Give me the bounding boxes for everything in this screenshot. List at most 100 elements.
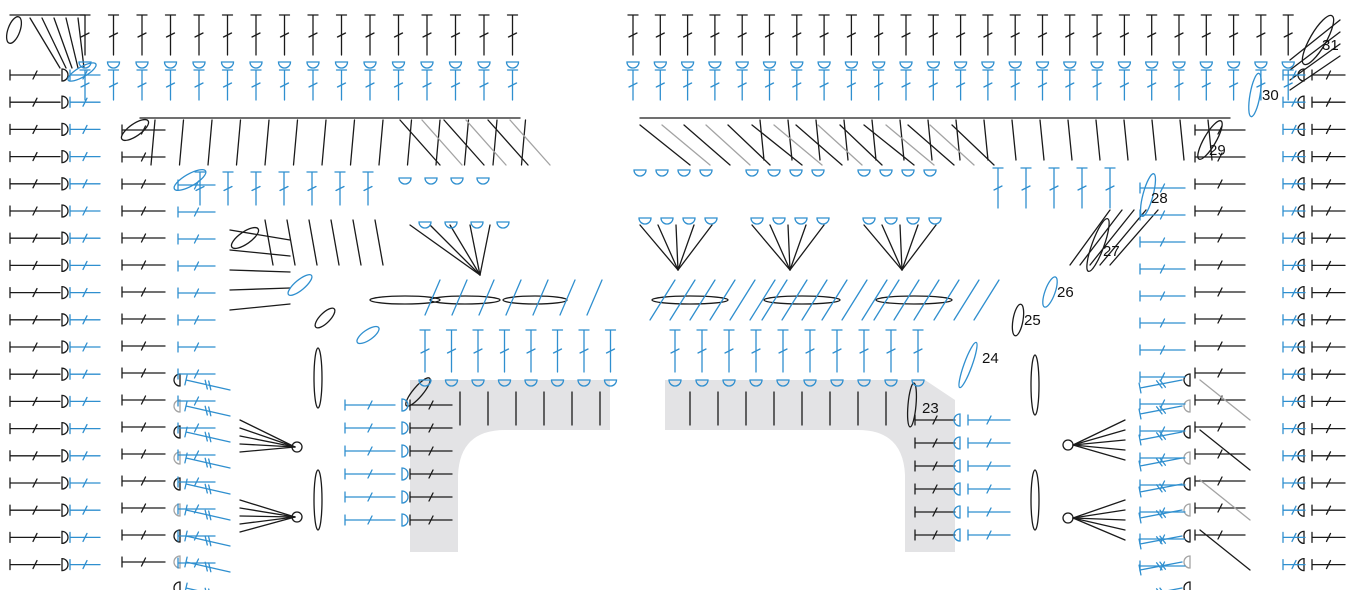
- stitch-right-col: [1311, 558, 1346, 571]
- stitch-fan-centre-left: [449, 224, 481, 276]
- stitch-right-col: [1311, 477, 1346, 489]
- picot-ring: [173, 399, 181, 413]
- stitch-left-inner-black: [409, 445, 453, 457]
- stitch-row-left: [178, 119, 185, 166]
- stitch-right-blue-row: [1048, 167, 1060, 209]
- picot-ring: [61, 476, 69, 490]
- stitch-bobble-right: [1072, 509, 1126, 519]
- stitch-blue-fan-right: [669, 279, 696, 321]
- stitch-row-right: [1179, 119, 1185, 161]
- picot-ring: [78, 61, 92, 69]
- stitch-top-left: [478, 14, 490, 56]
- stitch-top-left: [307, 14, 319, 56]
- stitch-top-right: [818, 14, 830, 56]
- stitch-top-left: [107, 14, 120, 56]
- stitch-top-right: [1282, 14, 1294, 56]
- stitch-left-mid-blue: [177, 476, 216, 488]
- stitch-blue-fan-right: [893, 279, 920, 321]
- stitch-row-left-lower: [352, 219, 362, 266]
- picot-ring: [857, 169, 871, 177]
- stitch-diag-right: [661, 124, 711, 166]
- picot-ring: [61, 95, 69, 109]
- picot-ring: [953, 413, 961, 427]
- stitch-row-right: [1039, 119, 1045, 161]
- picot-ring: [550, 379, 565, 387]
- picot-ring: [862, 217, 876, 225]
- stitch-fan-centre-right: [899, 224, 903, 271]
- stitch-centre-left: [551, 329, 564, 373]
- stitch-blue-fan-right: [913, 279, 940, 321]
- stitch-left-col-blue: [69, 477, 101, 489]
- picot-ring: [277, 61, 292, 69]
- stitch-top-left: [221, 14, 234, 56]
- stitch-right-mid: [1194, 205, 1246, 217]
- picot-ring: [173, 477, 181, 491]
- stitch-row-left: [264, 119, 270, 166]
- stitch-left-mid-blue: [177, 314, 216, 326]
- stitch-blue-fan: [451, 279, 468, 316]
- chain-loop: [1197, 120, 1223, 160]
- stitch-diag-right: [863, 124, 915, 166]
- chain-loop: [405, 377, 431, 407]
- chain-loop: [314, 307, 336, 329]
- stitch-top-right: [1036, 14, 1049, 56]
- stitch-row-left-blue: [278, 171, 290, 206]
- stitch-left-col-blue: [69, 150, 101, 163]
- stitch-diag-right-edge: [1199, 529, 1251, 571]
- picot-ring: [1297, 122, 1305, 137]
- stitch-cluster-left: [184, 374, 231, 391]
- stitch-blue-fan-right: [649, 279, 676, 321]
- stitch-row-left-blue: [306, 171, 318, 206]
- picot-ring: [923, 169, 937, 177]
- stitch-top-left: [250, 14, 262, 56]
- stitch-top-left-blue: [221, 69, 234, 101]
- stitch-right-col: [1311, 368, 1346, 380]
- picot-ring: [901, 169, 915, 177]
- stitch-top-right: [927, 14, 939, 56]
- stitch-diag-right: [795, 124, 843, 166]
- stitch-row-right: [927, 119, 933, 161]
- picot-ring: [772, 217, 786, 225]
- stitch-right-inner: [967, 529, 1011, 541]
- stitch-top-left: [278, 14, 291, 56]
- stitch-top-left: [164, 14, 177, 56]
- stitch-top-right-blue: [1036, 69, 1049, 101]
- stitch-right-inner: [967, 460, 1011, 472]
- stitch-top-right: [654, 14, 666, 56]
- stitch-diag-left: [487, 119, 529, 166]
- stitch-left-mid-blue: [177, 422, 216, 434]
- stitch-fan-right: [1109, 209, 1159, 266]
- stitch-fan-centre-right: [677, 224, 695, 271]
- stitch-left-mid: [121, 151, 166, 163]
- picot-ring: [448, 61, 463, 69]
- stitch-bobble-right: [1072, 517, 1126, 521]
- stitch-left-col-blue: [69, 395, 101, 408]
- stitch-row-left-blue: [250, 171, 262, 206]
- stitch-diag-right: [951, 124, 995, 166]
- round-label-28: 28: [1151, 190, 1168, 207]
- stitch-right-col-blue: [1282, 205, 1306, 217]
- chain-loop: [1248, 72, 1262, 118]
- picot-ring: [603, 379, 618, 387]
- stitch-top-left-fan: [77, 17, 85, 69]
- stitch-top-left: [136, 14, 148, 56]
- stitch-top-right-blue: [1118, 69, 1131, 101]
- stitch-top-left: [449, 14, 462, 56]
- stitch-left-mid-blue: [177, 341, 216, 353]
- stitch-right-col-blue: [1282, 450, 1306, 462]
- black-stitch-layer: [5, 14, 1346, 590]
- stitch-top-left-blue: [392, 69, 405, 101]
- stitch-right-mid: [1194, 475, 1246, 487]
- stitch-right-mid: [1194, 178, 1246, 190]
- picot-ring: [682, 217, 696, 225]
- picot-ring: [450, 177, 464, 185]
- stitch-right-inner-black: [914, 483, 956, 495]
- stitch-blue-fan-right: [821, 279, 848, 321]
- picot-ring: [61, 530, 69, 545]
- stitch-left-mid-blue: [177, 206, 216, 218]
- stitch-diag-left: [443, 119, 485, 166]
- round-label-31: 31: [1322, 37, 1339, 54]
- stitch-centre-right: [804, 329, 816, 373]
- stitch-right-inner-black: [914, 529, 956, 541]
- picot-ring: [704, 217, 718, 225]
